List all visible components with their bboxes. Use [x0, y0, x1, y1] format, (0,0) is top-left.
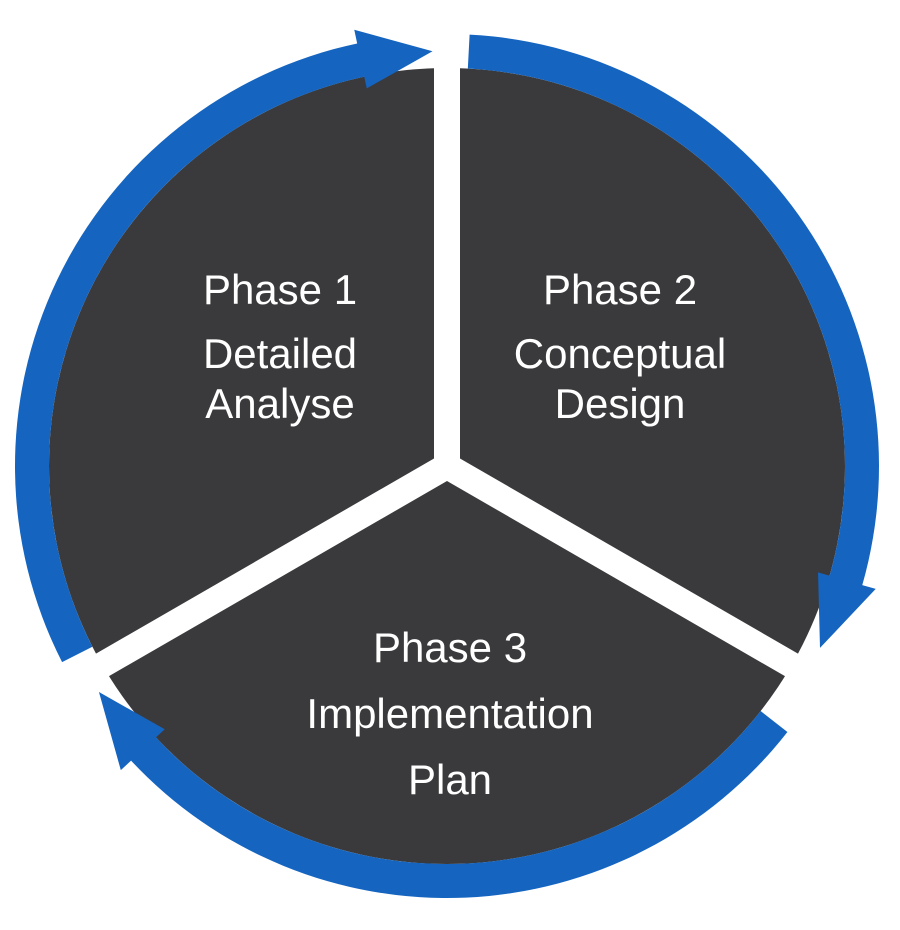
phase-3-label: Phase 3 Implementation Plan [250, 615, 650, 813]
phase-3-line-2: Plan [407, 756, 493, 803]
phase-2-title: Phase 2 [542, 266, 698, 313]
arrow-phase-2-to-3 [467, 34, 880, 648]
phase-1-line-1: Detailed [202, 330, 358, 377]
phase-2-line-1: Conceptual [513, 330, 727, 377]
arrow-phase-3-to-1 [98, 692, 788, 898]
divider-right [440, 454, 839, 700]
phase-2-line-2: Design [554, 380, 686, 427]
arrow-phase-1-to-2 [15, 29, 433, 663]
divider-hub [432, 451, 462, 481]
phase-1-line-2: Analyse [205, 380, 355, 427]
phase-1-label: Phase 1 Detailed Analyse [130, 265, 430, 429]
phase-3-title: Phase 3 [372, 624, 528, 671]
phase-2-label: Phase 2 Conceptual Design [470, 265, 770, 429]
phase-1-title: Phase 1 [202, 266, 358, 313]
phase-3-line-1: Implementation [306, 690, 594, 737]
divider-left [55, 454, 454, 700]
